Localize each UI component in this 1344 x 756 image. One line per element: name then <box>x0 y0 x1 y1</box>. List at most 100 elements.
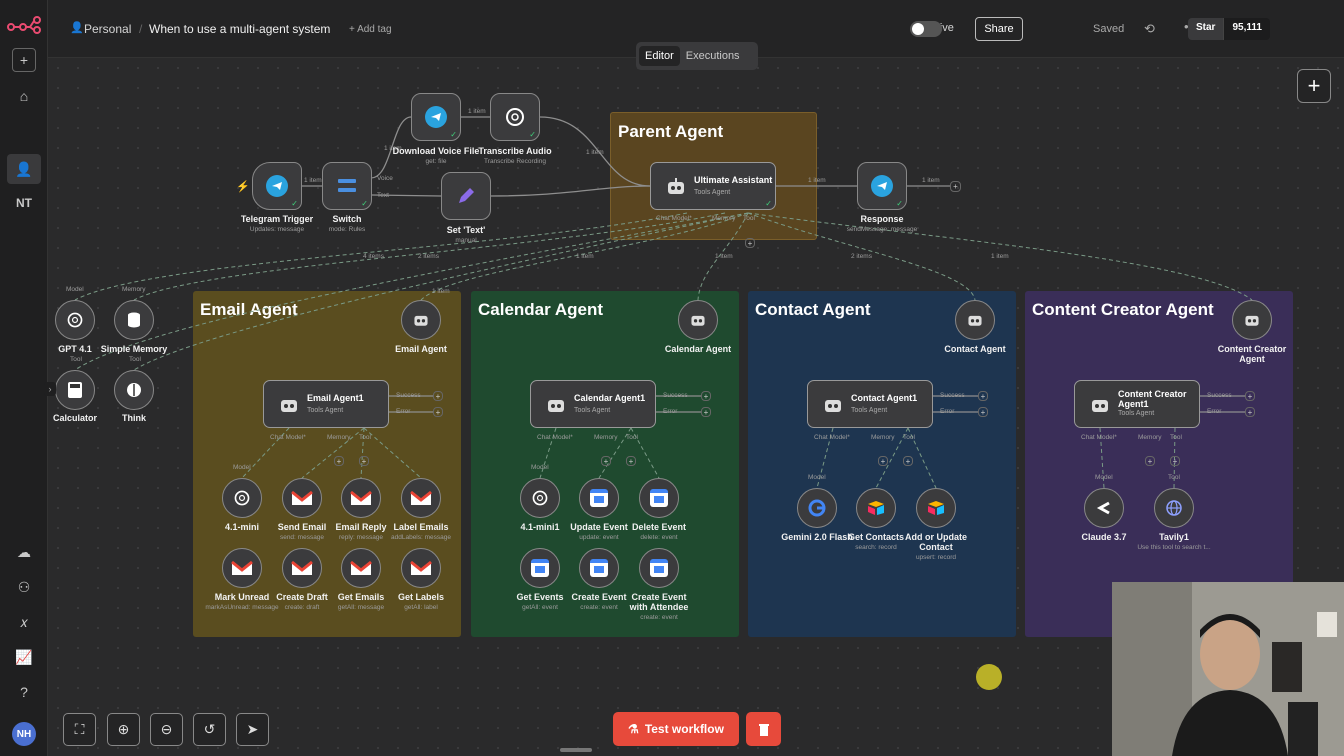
mark-unread-node[interactable] <box>222 548 262 588</box>
templates-icon[interactable]: ⚇ <box>17 578 31 595</box>
add-memory-button[interactable]: + <box>601 456 611 466</box>
trash-icon <box>758 724 769 736</box>
github-star-label: Star <box>1188 18 1224 40</box>
think-node[interactable] <box>114 370 154 410</box>
sticky-content-creator-agent[interactable]: Content Creator Agent <box>1025 291 1293 637</box>
email-reply-node[interactable] <box>341 478 381 518</box>
calendar-agent1-node[interactable]: Calendar Agent1 Tools Agent <box>530 380 656 428</box>
node-label: Email Reply <box>335 522 387 532</box>
set-text-node[interactable] <box>441 172 491 220</box>
check-icon: ✓ <box>291 199 298 208</box>
contact-agent-tool-node[interactable] <box>955 300 995 340</box>
help-icon[interactable]: ? <box>20 684 28 700</box>
tavily-node[interactable] <box>1154 488 1194 528</box>
send-email-node[interactable] <box>282 478 322 518</box>
robot-icon <box>668 178 684 194</box>
update-event-node[interactable] <box>579 478 619 518</box>
workflow-title[interactable]: When to use a multi-agent system <box>149 22 331 36</box>
switch-node[interactable]: ✓ <box>322 162 372 210</box>
delete-button[interactable] <box>746 712 781 746</box>
node-sublabel: markAsUnread: message <box>205 604 279 611</box>
delete-event-node[interactable] <box>639 478 679 518</box>
add-success-button[interactable]: + <box>701 391 711 401</box>
calendar-agent-tool-node[interactable] <box>678 300 718 340</box>
add-memory-button[interactable]: + <box>334 456 344 466</box>
get-contacts-node[interactable] <box>856 488 896 528</box>
add-update-contact-node[interactable] <box>916 488 956 528</box>
history-icon[interactable]: ⟲ <box>1144 21 1155 36</box>
test-workflow-button[interactable]: ⚗Test workflow <box>613 712 739 746</box>
insights-icon[interactable]: 📈 <box>15 648 33 665</box>
gpt-4-1-node[interactable] <box>55 300 95 340</box>
tab-editor[interactable]: Editor <box>639 46 680 66</box>
create-draft-node[interactable] <box>282 548 322 588</box>
variables-icon[interactable]: 𝑥 <box>20 613 28 630</box>
content-creator-agent1-node[interactable]: Content Creator Agent1 Tools Agent <box>1074 380 1200 428</box>
ultimate-assistant-node[interactable]: Ultimate Assistant Tools Agent ✓ <box>650 162 776 210</box>
active-toggle[interactable] <box>910 21 942 37</box>
add-tool-button[interactable]: + <box>1170 456 1180 466</box>
contact-agent1-node[interactable]: Contact Agent1 Tools Agent <box>807 380 933 428</box>
add-error-button[interactable]: + <box>701 407 711 417</box>
add-node-canvas-button[interactable]: + <box>1297 69 1331 103</box>
add-tool-button[interactable]: + <box>903 456 913 466</box>
sticky-title: Parent Agent <box>618 122 724 141</box>
email-model-node[interactable] <box>222 478 262 518</box>
get-labels-node[interactable] <box>401 548 441 588</box>
add-tool-button[interactable]: + <box>359 456 369 466</box>
gemini-model-node[interactable] <box>797 488 837 528</box>
add-tool-button[interactable]: + <box>626 456 636 466</box>
edge-label: 1 item <box>715 253 733 260</box>
tidy-up-button[interactable]: ➤ <box>236 713 269 746</box>
zoom-out-button[interactable]: ⊖ <box>150 713 183 746</box>
add-subnode-button[interactable]: + <box>745 238 755 248</box>
avatar[interactable]: NH <box>12 722 36 746</box>
cloud-icon[interactable]: ☁ <box>17 543 31 560</box>
undo-button[interactable]: ↺ <box>193 713 226 746</box>
add-success-button[interactable]: + <box>433 391 443 401</box>
calendar-model-node[interactable] <box>520 478 560 518</box>
email-agent-tool-node[interactable] <box>401 300 441 340</box>
response-node[interactable]: ✓ <box>857 162 907 210</box>
add-memory-button[interactable]: + <box>878 456 888 466</box>
share-button[interactable]: Share <box>975 17 1023 41</box>
zoom-in-button[interactable]: ⊕ <box>107 713 140 746</box>
add-error-button[interactable]: + <box>978 407 988 417</box>
add-success-button[interactable]: + <box>1245 391 1255 401</box>
get-events-node[interactable] <box>520 548 560 588</box>
project-breadcrumb[interactable]: Personal <box>84 22 132 36</box>
get-emails-node[interactable] <box>341 548 381 588</box>
create-event-node[interactable] <box>579 548 619 588</box>
download-voice-node[interactable]: ✓ <box>411 93 461 141</box>
port-label: Chat Model* <box>270 434 306 441</box>
home-icon[interactable]: ⌂ <box>19 88 29 104</box>
project-initials[interactable]: NT <box>16 196 32 210</box>
tab-executions[interactable]: Executions <box>685 50 740 62</box>
add-success-button[interactable]: + <box>978 391 988 401</box>
claude-model-node[interactable] <box>1084 488 1124 528</box>
simple-memory-node[interactable] <box>114 300 154 340</box>
openai-icon <box>67 312 83 328</box>
node-label: Telegram Trigger <box>240 214 314 224</box>
add-memory-button[interactable]: + <box>1145 456 1155 466</box>
email-agent1-node[interactable]: Email Agent1 Tools Agent <box>263 380 389 428</box>
add-tag-link[interactable]: + Add tag <box>349 24 392 35</box>
port-label: Model <box>808 474 826 481</box>
add-error-button[interactable]: + <box>1245 407 1255 417</box>
fit-view-button[interactable]: ⛶ <box>63 713 96 746</box>
label-emails-node[interactable] <box>401 478 441 518</box>
add-node-button[interactable]: + <box>950 181 961 192</box>
create-event-attendee-node[interactable] <box>639 548 679 588</box>
content-creator-tool-node[interactable] <box>1232 300 1272 340</box>
transcribe-audio-node[interactable]: ✓ <box>490 93 540 141</box>
user-projects-icon[interactable]: 👤 <box>7 154 41 184</box>
canvas-scroll-handle[interactable] <box>560 748 592 752</box>
webcam-video <box>1112 582 1344 756</box>
github-star-widget[interactable]: Star 95,111 <box>1188 18 1270 40</box>
add-error-button[interactable]: + <box>433 407 443 417</box>
telegram-trigger-node[interactable]: ✓ <box>252 162 302 210</box>
calculator-node[interactable] <box>55 370 95 410</box>
create-button[interactable]: + <box>12 48 36 72</box>
collapse-sidebar-icon[interactable]: › <box>44 382 56 396</box>
agent-name: Contact Agent1 <box>851 393 918 403</box>
